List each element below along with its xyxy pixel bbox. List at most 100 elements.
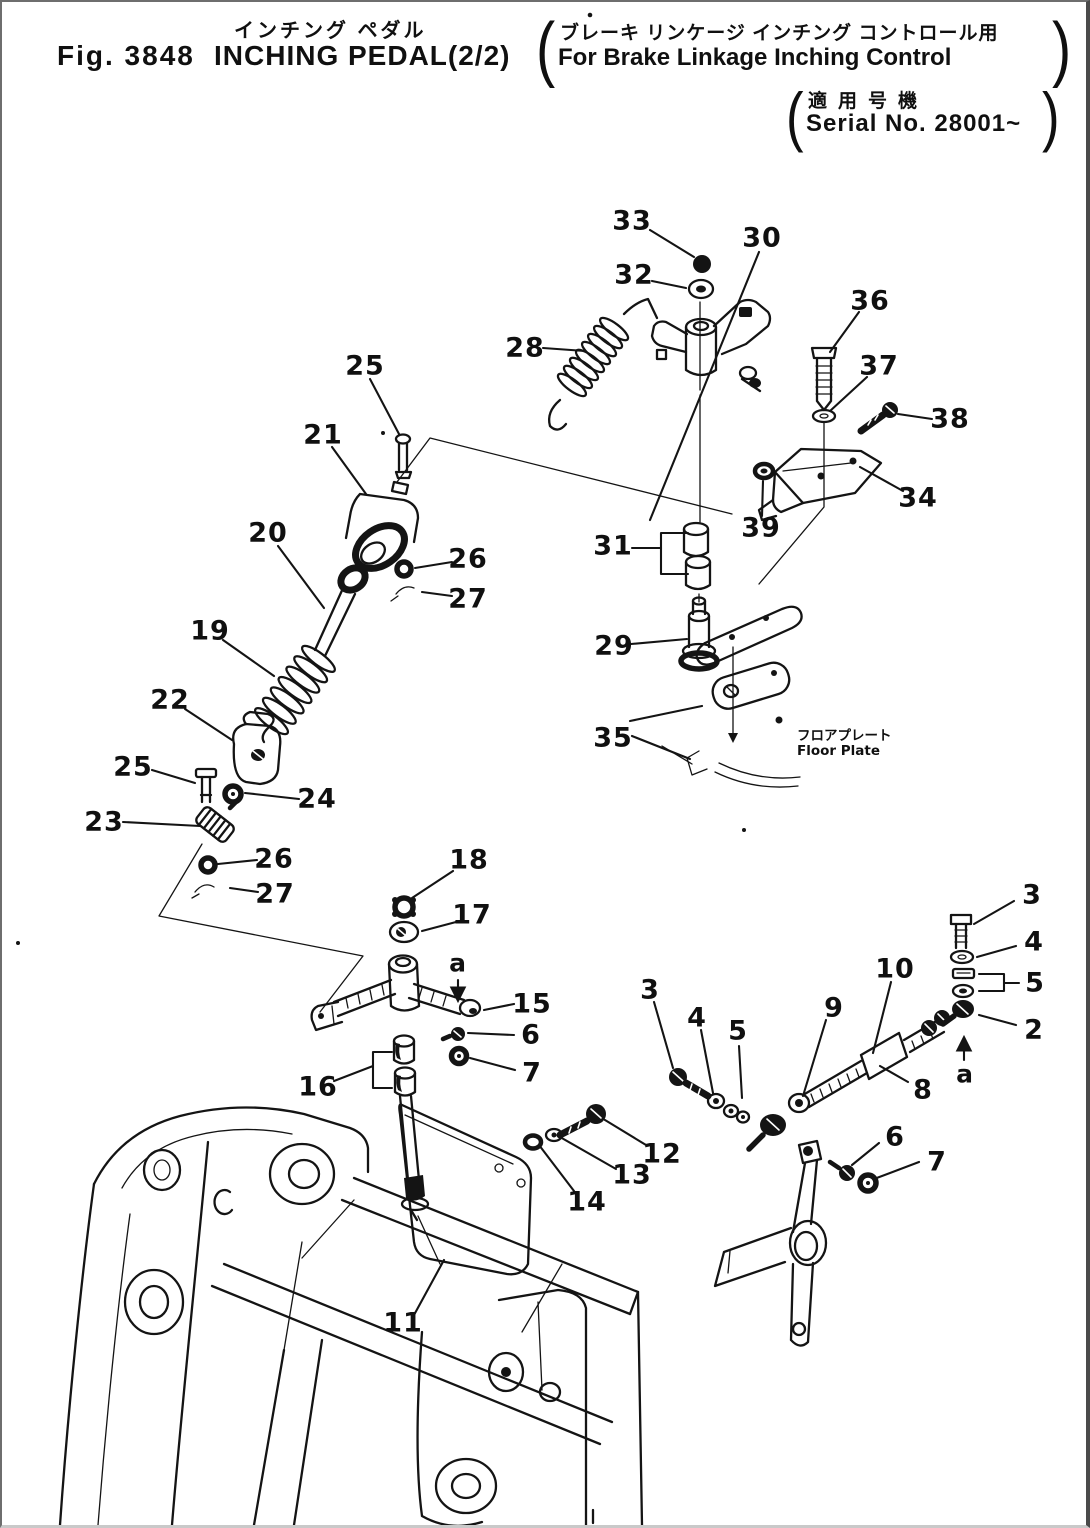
leader-12 [603,1118,648,1147]
part-cotter-27-left [191,884,215,899]
part-bolt-3-right [949,913,973,950]
part-bracket-35 [711,661,791,724]
part-bracket-34 [757,447,883,522]
subtitle-english: For Brake Linkage Inching Control [558,44,952,71]
callout-17: 17 [452,900,492,931]
paren-open-icon: ( [536,9,556,89]
callout-34: 34 [898,483,938,514]
part-pin-29 [678,596,720,672]
leader-21 [330,445,368,496]
part-nut-7-right [857,1172,879,1194]
assembly-lines [158,301,825,1013]
paren-close-icon: ) [1052,9,1072,89]
part-fasteners-left [669,1068,751,1124]
part-bolt-12 [556,1104,606,1139]
part-bolt-6-right [827,1159,855,1181]
tick-mark [587,12,593,18]
callout-23: 23 [84,807,124,838]
callout-14: 14 [567,1187,607,1218]
part-bellcrank [310,954,482,1032]
callout-19: 19 [190,616,230,647]
leader-25-top [368,377,401,436]
leader-18 [410,869,455,900]
callout-21: 21 [303,420,343,451]
part-lever-bottom [713,1139,828,1347]
leader-17 [420,920,458,933]
callout-39: 39 [741,513,781,544]
part-nut-7-center [448,1045,470,1067]
leader-27-left [228,886,260,894]
callout-7-right: 7 [927,1147,947,1178]
subtitle-japanese: ブレーキ リンケージ インチング コントロール用 [560,23,999,44]
leader-36 [828,310,861,354]
part-spring-28 [547,297,659,431]
part-nut-18 [392,895,416,919]
callout-7-center: 7 [522,1058,542,1089]
callout-a-right: a [956,1060,974,1089]
part-joint-23 [195,806,235,843]
callout-37: 37 [859,351,899,382]
leader-6-center [466,1031,516,1037]
part-nut-10 [921,1010,950,1036]
leader-35-1 [630,734,692,761]
callout-27-left: 27 [255,879,295,910]
part-bushings-31 [682,521,712,591]
part-balljoint-left [746,1092,811,1152]
callout-36: 36 [850,286,890,317]
leader-26-left [216,858,259,866]
leader-37 [828,375,869,413]
leader-8 [878,1064,910,1084]
leader-16-1 [371,1050,394,1090]
leader-25-left [150,768,197,785]
callout-22: 22 [150,685,190,716]
part-lever-plate-29 [695,605,803,666]
callout-2: 2 [1024,1015,1044,1046]
leader-33 [648,228,696,259]
part-cotter-27-top [390,586,415,602]
callout-6-center: 6 [521,1020,541,1051]
leader-31-1 [659,531,690,576]
callout-5-left: 5 [728,1016,748,1047]
leader-32 [650,279,688,290]
leader-5-right-1 [977,972,1006,993]
callout-15: 15 [512,989,552,1020]
part-plate-11 [398,1103,533,1276]
part-washer-37 [811,408,837,424]
callout-35: 35 [593,723,633,754]
leader-14 [537,1143,576,1193]
part-nut-26-top [394,559,414,579]
leader-22 [183,707,234,742]
leader-10 [871,980,893,1055]
leader-39 [760,479,765,518]
part-ball-33 [693,255,711,273]
diagram-artwork: フロアプレート Floor Plate [16,12,976,1525]
callout-12: 12 [642,1139,682,1170]
leader-30 [648,250,761,522]
part-bolt-6-center [440,1027,465,1042]
leader-23 [121,820,202,828]
part-washers-5-right [951,967,976,999]
callout-3-left: 3 [640,975,660,1006]
part-rod-20 [313,564,369,658]
callout-8: 8 [913,1075,933,1106]
part-balljoint-2 [940,1000,974,1027]
part-pin-23 [227,795,243,811]
callout-25-top: 25 [345,351,385,382]
callout-29: 29 [594,631,634,662]
callout-31: 31 [593,531,633,562]
callout-26-top: 26 [448,544,488,575]
part-washer-17 [388,920,420,944]
part-floor-plate [661,745,801,788]
leader-19 [221,638,276,678]
callout-26-left: 26 [254,844,294,875]
leader-4-right [975,944,1018,959]
callout-27-top: 27 [448,584,488,615]
leader-3-left [652,1000,675,1070]
part-lever-assembly-30 [650,298,772,393]
callout-a-center: a [449,949,467,978]
paren-open-icon: ( [786,79,804,153]
serial-number: Serial No. 28001~ [806,110,1022,137]
floor-plate-label-jp: フロアプレート [797,728,892,744]
tick-mark [16,941,20,945]
